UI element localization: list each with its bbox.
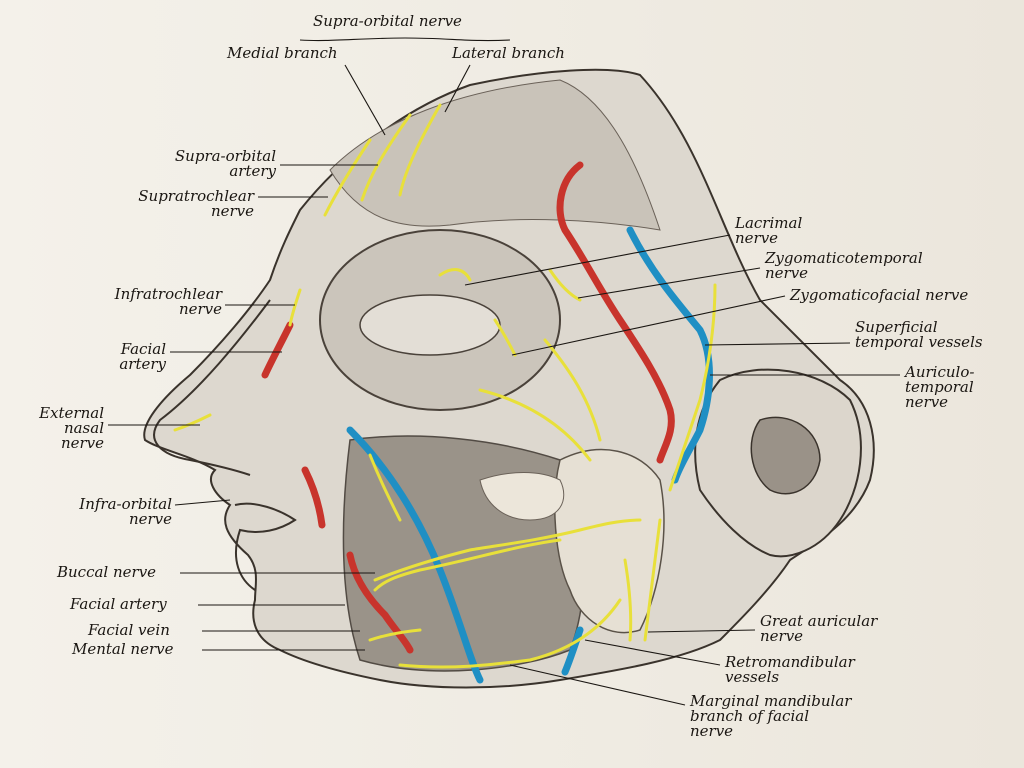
parotid-gland bbox=[554, 448, 665, 634]
label-supratrochlear-line1: Supratrochlear bbox=[138, 187, 254, 205]
external-nasal-nerve-path bbox=[173, 413, 212, 432]
label-supra-orbital-artery-line2: artery bbox=[229, 162, 276, 180]
parotid-lobes bbox=[479, 472, 565, 521]
label-facial-artery-lower: Facial artery bbox=[70, 595, 167, 613]
leader-superficial-temporal bbox=[704, 342, 851, 346]
leader-lines bbox=[108, 37, 900, 706]
lips bbox=[234, 502, 297, 591]
facial-nerve-trunk bbox=[373, 518, 642, 582]
retromandibular-vein bbox=[561, 626, 584, 676]
great-auricular-nerve-path bbox=[643, 518, 662, 642]
zygomatic-branch-1 bbox=[543, 338, 602, 442]
label-zygomaticotemporal-line2: nerve bbox=[765, 264, 809, 282]
leader-marginal-mandibular bbox=[509, 664, 686, 706]
zygomatic-branch-2 bbox=[478, 388, 592, 462]
label-auriculotemporal-line3: nerve bbox=[905, 393, 949, 411]
label-auriculotemporal-nerve: Auriculo- temporal nerve bbox=[905, 365, 974, 410]
label-buccal-nerve: Buccal nerve bbox=[57, 563, 157, 581]
label-lacrimal-line2: nerve bbox=[735, 229, 779, 247]
facial-artery-lower bbox=[346, 551, 414, 654]
leader-zygomaticofacial bbox=[511, 295, 786, 356]
label-external-nasal-nerve: External nasal nerve bbox=[2, 406, 104, 451]
supra-orbital-nerve-medial bbox=[360, 113, 412, 202]
label-medial-branch: Medial branch bbox=[227, 44, 338, 62]
label-marginal-mandibular-line3: nerve bbox=[690, 722, 734, 740]
label-marginal-mandibular-line1: Marginal mandibular bbox=[690, 692, 852, 710]
facial-vein-path bbox=[346, 426, 484, 684]
marginal-mandibular-branch-path bbox=[398, 598, 622, 669]
label-external-nasal-line2: nasal bbox=[63, 419, 104, 437]
auriculotemporal-nerve-path bbox=[668, 283, 717, 492]
label-lacrimal-line1: Lacrimal bbox=[735, 214, 803, 232]
infra-orbital-branches bbox=[368, 453, 402, 522]
label-facial-vein: Facial vein bbox=[88, 621, 170, 639]
label-facial-artery-upper-line1: Facial bbox=[120, 340, 166, 358]
label-auriculotemporal-line2: temporal bbox=[905, 378, 974, 396]
label-marginal-mandibular-line2: branch of facial bbox=[690, 707, 809, 725]
buccal-branch bbox=[373, 538, 562, 592]
label-supra-orbital-artery-line1: Supra-orbital bbox=[174, 147, 276, 165]
superficial-temporal-artery bbox=[556, 161, 675, 464]
lacrimal-nerve-path bbox=[438, 268, 472, 282]
supra-orbital-nerve-lateral bbox=[398, 103, 442, 197]
label-infra-orbital-line2: nerve bbox=[128, 510, 172, 528]
label-infratrochlear-line2: nerve bbox=[178, 300, 222, 318]
label-supratrochlear-nerve: Supratrochlear nerve bbox=[100, 189, 254, 219]
label-external-nasal-line3: nerve bbox=[60, 434, 104, 452]
label-lacrimal-nerve: Lacrimal nerve bbox=[735, 216, 802, 246]
leader-lacrimal bbox=[464, 234, 731, 286]
eye-closed bbox=[359, 294, 501, 356]
label-great-auricular-line2: nerve bbox=[760, 627, 804, 645]
nerves bbox=[173, 103, 717, 669]
label-auriculotemporal-line1: Auriculo- bbox=[905, 363, 975, 381]
label-infra-orbital-line1: Infra-orbital bbox=[79, 495, 172, 513]
label-facial-artery-upper: Facial artery bbox=[90, 342, 166, 372]
label-lateral-branch: Lateral branch bbox=[452, 44, 565, 62]
label-external-nasal-line1: External bbox=[39, 404, 104, 422]
label-infratrochlear-line1: Infratrochlear bbox=[114, 285, 222, 303]
leader-medial-branch bbox=[344, 64, 386, 136]
zygomaticofacial-nerve-path bbox=[493, 318, 517, 357]
label-marginal-mandibular-branch: Marginal mandibular branch of facial ner… bbox=[690, 694, 851, 739]
label-facial-artery-upper-line2: artery bbox=[119, 355, 166, 373]
label-retromandibular-line2: vessels bbox=[725, 668, 780, 686]
supratrochlear-nerve-path bbox=[323, 138, 372, 217]
label-superficial-temporal-vessels: Superficial temporal vessels bbox=[855, 320, 983, 350]
label-superficial-temporal-line1: Superficial bbox=[855, 318, 938, 336]
nose bbox=[153, 299, 271, 476]
label-infratrochlear-nerve: Infratrochlear nerve bbox=[80, 287, 222, 317]
label-superficial-temporal-line2: temporal vessels bbox=[855, 333, 983, 351]
leader-zygomaticotemporal bbox=[577, 267, 761, 299]
label-zygomaticotemporal-line1: Zygomaticotemporal bbox=[765, 249, 923, 267]
label-zygomaticotemporal-nerve: Zygomaticotemporal nerve bbox=[765, 251, 923, 281]
label-infra-orbital-nerve: Infra-orbital nerve bbox=[40, 497, 172, 527]
label-supratrochlear-line2: nerve bbox=[210, 202, 254, 220]
label-supra-orbital-nerve: Supra-orbital nerve bbox=[313, 12, 462, 30]
leader-retromandibular bbox=[584, 639, 721, 666]
mental-nerve-path bbox=[368, 628, 422, 642]
leader-infra-orbital bbox=[174, 499, 231, 506]
label-zygomaticofacial-nerve: Zygomaticofacial nerve bbox=[790, 286, 969, 304]
ear-concha bbox=[750, 416, 821, 495]
frontalis-muscle bbox=[329, 79, 661, 231]
leader-lateral-branch bbox=[444, 64, 471, 113]
label-mental-nerve: Mental nerve bbox=[72, 640, 174, 658]
arteries bbox=[261, 161, 675, 654]
label-supra-orbital-artery: Supra-orbital artery bbox=[140, 149, 276, 179]
leader-supra-orbital-brace bbox=[299, 37, 511, 42]
zygomaticotemporal-nerve-path bbox=[548, 268, 582, 302]
infratrochlear-nerve-path bbox=[288, 288, 302, 327]
leader-great-auricular bbox=[647, 629, 756, 633]
label-retromandibular-vessels: Retromandibular vessels bbox=[725, 655, 855, 685]
label-great-auricular-line1: Great auricular bbox=[760, 612, 878, 630]
label-retromandibular-line1: Retromandibular bbox=[725, 653, 855, 671]
angular-artery bbox=[301, 466, 326, 529]
cervical-branch bbox=[623, 558, 633, 642]
label-great-auricular-nerve: Great auricular nerve bbox=[760, 614, 877, 644]
